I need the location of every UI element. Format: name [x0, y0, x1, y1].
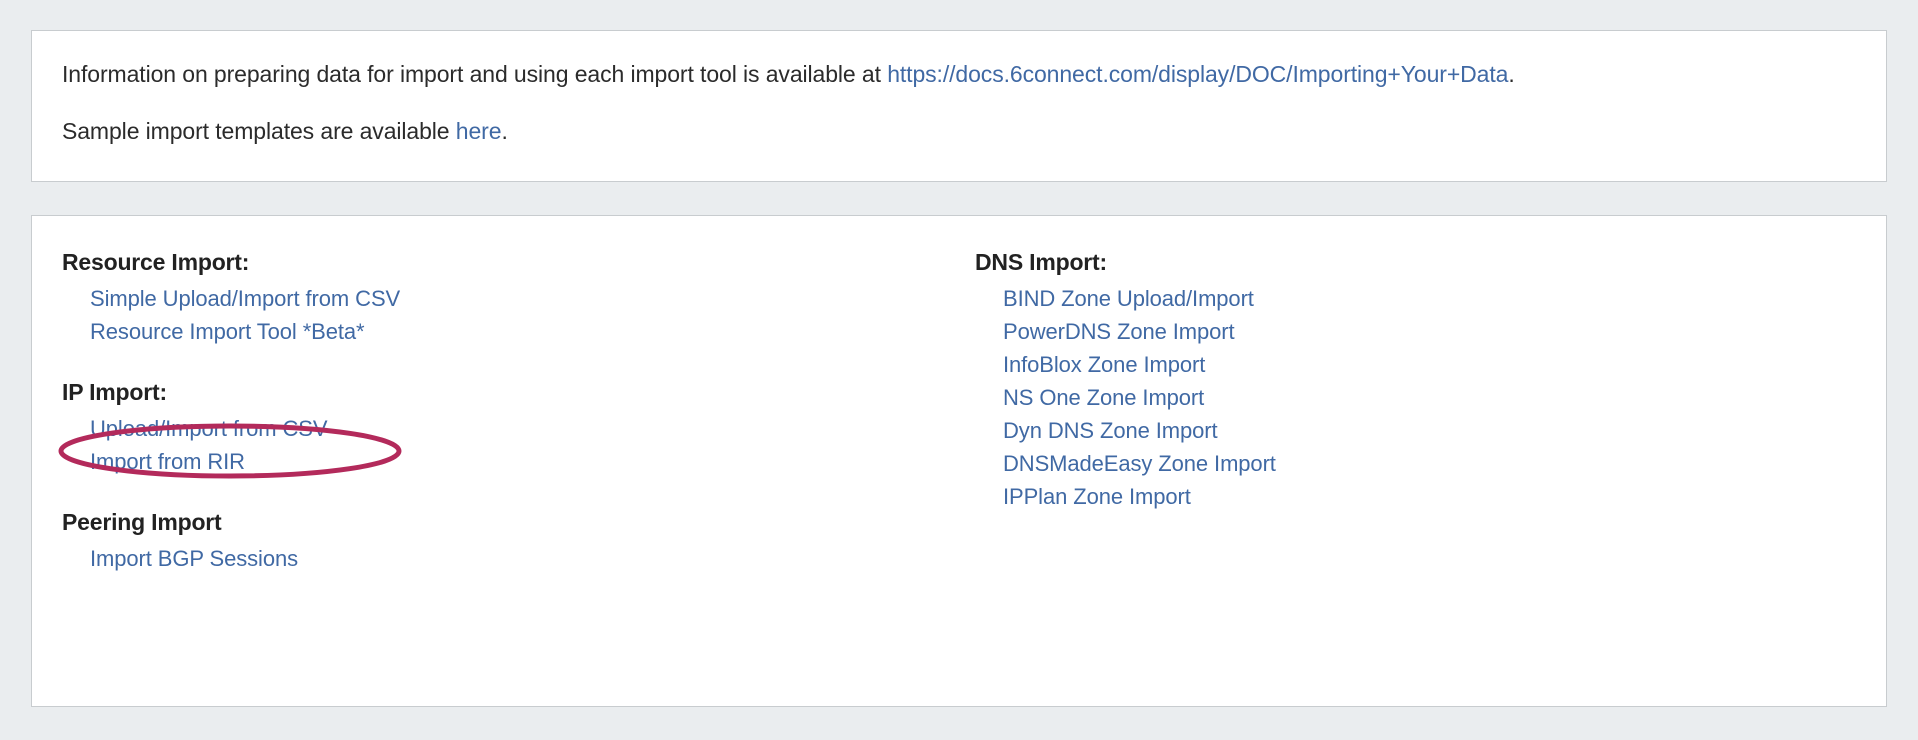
group-title-resource-import: Resource Import:	[62, 249, 250, 275]
list-item: NS One Zone Import	[1003, 381, 1886, 414]
panel-spacer	[31, 182, 1887, 215]
list-item: InfoBlox Zone Import	[1003, 348, 1886, 381]
link-simple-upload-import-from-csv[interactable]: Simple Upload/Import from CSV	[90, 286, 401, 311]
link-bind-zone-upload-import[interactable]: BIND Zone Upload/Import	[1003, 286, 1254, 311]
list-item: PowerDNS Zone Import	[1003, 315, 1886, 348]
link-powerdns-zone-import[interactable]: PowerDNS Zone Import	[1003, 319, 1235, 344]
group-links-ip-import: Upload/Import from CSV Import from RIR	[62, 412, 952, 478]
import-tools-panel: Resource Import: Simple Upload/Import fr…	[31, 215, 1887, 707]
group-title-dns-import: DNS Import:	[975, 249, 1107, 275]
group-links-resource-import: Simple Upload/Import from CSV Resource I…	[62, 282, 952, 348]
link-import-from-rir[interactable]: Import from RIR	[90, 449, 245, 474]
info-line-templates: Sample import templates are available he…	[62, 116, 1856, 146]
info-panel: Information on preparing data for import…	[31, 30, 1887, 182]
link-resource-import-tool-beta[interactable]: Resource Import Tool *Beta*	[90, 319, 365, 344]
list-item: Import from RIR	[90, 445, 952, 478]
group-links-dns-import: BIND Zone Upload/Import PowerDNS Zone Im…	[975, 282, 1886, 513]
list-item: Import BGP Sessions	[90, 542, 952, 575]
import-column-left: Resource Import: Simple Upload/Import fr…	[32, 248, 952, 575]
info-line-documentation-prefix: Information on preparing data for import…	[62, 61, 888, 87]
group-dns-import: DNS Import: BIND Zone Upload/Import Powe…	[975, 248, 1886, 513]
link-infoblox-zone-import[interactable]: InfoBlox Zone Import	[1003, 352, 1206, 377]
info-line-documentation-suffix: .	[1508, 61, 1515, 87]
info-line-templates-prefix: Sample import templates are available	[62, 118, 456, 144]
list-item: IPPlan Zone Import	[1003, 480, 1886, 513]
import-column-right: DNS Import: BIND Zone Upload/Import Powe…	[952, 248, 1886, 575]
list-item: DNSMadeEasy Zone Import	[1003, 447, 1886, 480]
link-import-bgp-sessions[interactable]: Import BGP Sessions	[90, 546, 299, 571]
link-ns-one-zone-import[interactable]: NS One Zone Import	[1003, 385, 1205, 410]
link-upload-import-from-csv[interactable]: Upload/Import from CSV	[90, 416, 328, 441]
list-item: Simple Upload/Import from CSV	[90, 282, 952, 315]
list-item: BIND Zone Upload/Import	[1003, 282, 1886, 315]
list-item: Dyn DNS Zone Import	[1003, 414, 1886, 447]
group-title-peering-import: Peering Import	[62, 509, 222, 535]
link-dnsmadeeasy-zone-import[interactable]: DNSMadeEasy Zone Import	[1003, 451, 1276, 476]
list-item: Resource Import Tool *Beta*	[90, 315, 952, 348]
info-line-documentation: Information on preparing data for import…	[62, 59, 1856, 89]
link-ipplan-zone-import[interactable]: IPPlan Zone Import	[1003, 484, 1191, 509]
group-peering-import: Peering Import Import BGP Sessions	[62, 508, 952, 575]
documentation-link[interactable]: https://docs.6connect.com/display/DOC/Im…	[887, 61, 1509, 87]
group-ip-import: IP Import: Upload/Import from CSV Import…	[62, 378, 952, 478]
link-dyn-dns-zone-import[interactable]: Dyn DNS Zone Import	[1003, 418, 1218, 443]
group-resource-import: Resource Import: Simple Upload/Import fr…	[62, 248, 952, 348]
import-columns: Resource Import: Simple Upload/Import fr…	[32, 216, 1886, 575]
group-title-ip-import: IP Import:	[62, 379, 167, 405]
info-line-templates-suffix: .	[501, 118, 508, 144]
sample-templates-link[interactable]: here	[455, 118, 502, 144]
list-item: Upload/Import from CSV	[90, 412, 952, 445]
group-links-peering-import: Import BGP Sessions	[62, 542, 952, 575]
